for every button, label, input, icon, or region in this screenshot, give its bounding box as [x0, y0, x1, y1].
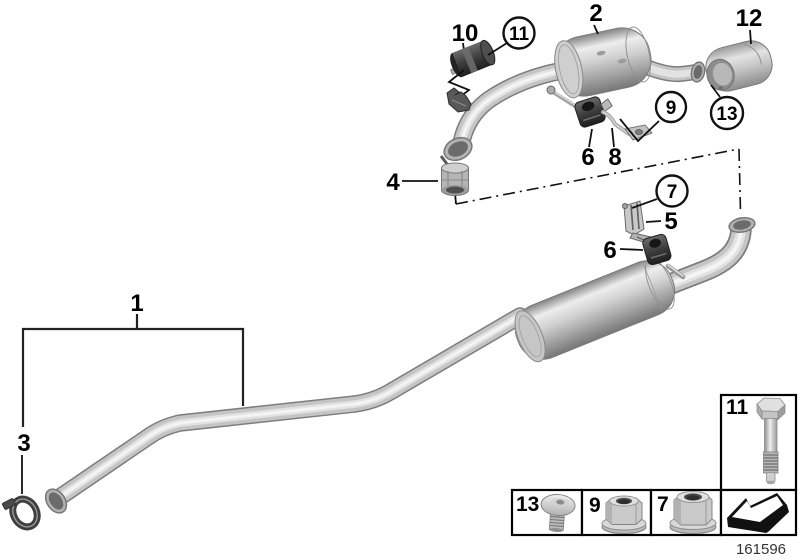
callout-2[interactable]: 2 — [589, 0, 603, 35]
callout-6-rear[interactable]: 6 — [603, 237, 644, 264]
legend: 11 13 — [510, 393, 798, 558]
construction-lines — [454, 148, 742, 213]
callout-4[interactable]: 4 — [386, 169, 438, 196]
center-muffler-assembly[interactable] — [508, 216, 756, 367]
callout-12[interactable]: 12 — [736, 5, 763, 45]
callout-8-label[interactable]: 8 — [608, 144, 621, 171]
callout-7-circled[interactable]: 7 — [631, 174, 689, 209]
front-pipe[interactable] — [41, 307, 529, 517]
legend-cell-arrow[interactable] — [719, 488, 798, 537]
doc-number: 161596 — [736, 541, 786, 558]
center-muffler-rear-pipe-open-end — [728, 216, 756, 234]
callout-13-label[interactable]: 13 — [716, 104, 737, 125]
front-pipe-open-end — [44, 488, 68, 514]
bracket-8[interactable] — [601, 110, 653, 141]
callout-13-circled[interactable]: 13 — [709, 84, 745, 131]
legend-cell-nut-9[interactable]: 9 — [580, 488, 653, 537]
callout-6-front[interactable]: 6 — [581, 128, 595, 171]
callout-3-label[interactable]: 3 — [17, 430, 30, 457]
tailpipe-open-end — [690, 61, 706, 83]
flange-nut-icon — [669, 491, 717, 534]
legend-cell-bolt-11[interactable]: 11 — [719, 393, 798, 492]
legend-13-label[interactable]: 13 — [516, 493, 539, 516]
callout-10-label[interactable]: 10 — [452, 20, 479, 47]
callout-1-label[interactable]: 1 — [130, 290, 143, 317]
clamp-3[interactable] — [2, 491, 42, 533]
legend-7-label[interactable]: 7 — [657, 493, 669, 516]
callout-2-label[interactable]: 2 — [589, 0, 602, 27]
hex-bolt-icon — [756, 397, 786, 485]
callout-6-front-label[interactable]: 6 — [581, 144, 594, 171]
callout-11-circled[interactable]: 11 — [487, 16, 536, 56]
rubber-mount-10[interactable] — [445, 39, 498, 81]
callout-3[interactable]: 3 — [17, 430, 31, 494]
callout-5[interactable]: 5 — [645, 208, 678, 235]
legend-9-label[interactable]: 9 — [589, 494, 601, 517]
callout-9-label[interactable]: 9 — [666, 98, 677, 119]
callout-9-circled[interactable]: 9 — [619, 90, 688, 143]
direction-arrow-icon — [727, 493, 789, 533]
callout-8[interactable]: 8 — [608, 127, 622, 171]
callouts: 1 3 2 10 11 4 6 8 — [17, 0, 762, 494]
callout-4-label[interactable]: 4 — [386, 169, 400, 196]
tailpipe-tip[interactable] — [701, 37, 776, 96]
callout-1[interactable]: 1 — [21, 290, 245, 427]
rear-muffler-assembly[interactable] — [440, 23, 706, 165]
callout-5-label[interactable]: 5 — [664, 208, 677, 235]
callout-10[interactable]: 10 — [452, 20, 479, 47]
rear-muffler-front-pipe-open-end — [443, 136, 473, 162]
legend-11-label[interactable]: 11 — [726, 396, 749, 419]
legend-cell-nut-7[interactable]: 7 — [649, 488, 723, 537]
center-muffler-body — [514, 257, 676, 363]
callout-12-label[interactable]: 12 — [736, 5, 763, 32]
rubber-mount-6-front[interactable] — [574, 93, 616, 129]
callout-6-rear-label[interactable]: 6 — [603, 237, 616, 264]
rear-muffler-body — [554, 26, 652, 99]
callout-7-label[interactable]: 7 — [667, 182, 678, 203]
clamp-4[interactable] — [439, 155, 469, 196]
legend-cell-screw-13[interactable]: 13 — [510, 488, 584, 537]
torx-screw-icon — [540, 493, 576, 533]
flange-nut-icon — [601, 495, 647, 534]
rubber-mount-6-rear[interactable] — [642, 233, 673, 266]
bracket-under-mount-10[interactable] — [446, 87, 472, 113]
hanger-rod — [546, 85, 577, 108]
callout-11-label[interactable]: 11 — [509, 24, 530, 45]
hanger-pin — [665, 263, 686, 280]
